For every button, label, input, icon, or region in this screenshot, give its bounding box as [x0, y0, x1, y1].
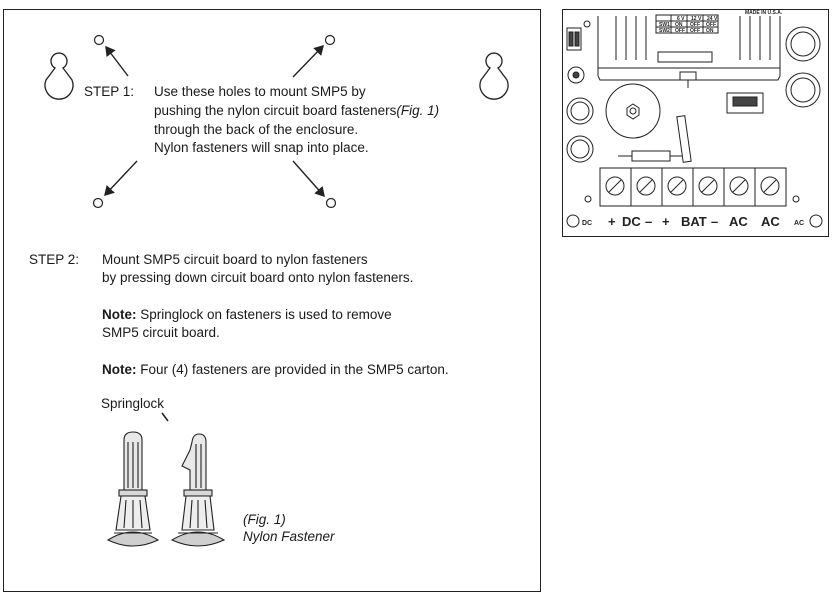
terminal-bat-plus: + [662, 214, 670, 229]
step1-line3: through the back of the enclosure. [154, 122, 359, 137]
transformer [605, 83, 661, 139]
terminal-ac-1: AC [729, 214, 748, 229]
circuit-board-panel [562, 9, 829, 237]
row-sw1-name: SW1 [659, 22, 670, 28]
terminal-ac-2: AC [761, 214, 780, 229]
figure-number: (Fig. 1) [243, 512, 286, 527]
terminal-dc-plus: + [608, 214, 616, 229]
row-sw2-name: SW2 [659, 28, 670, 34]
ac-side-label: AC [794, 220, 804, 227]
step1-line1: Use these holes to mount SMP5 by [154, 84, 366, 99]
row-sw2-12v: OFF [690, 28, 700, 34]
row-sw2-24v: ON [706, 28, 714, 34]
regulator [657, 51, 713, 63]
heat-sink [597, 16, 781, 69]
arrow-top-left [105, 45, 129, 77]
made-in-label: MADE IN U.S.A. [745, 10, 783, 16]
step2-label: STEP 2: [29, 252, 80, 267]
note1-text: Springlock on fasteners is used to remov… [136, 307, 392, 322]
mount-hole-top-right [324, 34, 336, 46]
step1-line4: Nylon fasteners will snap into place. [154, 140, 369, 155]
fastener-front-view [106, 431, 160, 547]
capacitor-left-top [566, 97, 594, 125]
keyhole-right-icon [479, 52, 509, 100]
potentiometer [567, 66, 585, 84]
note1-label: Note: [102, 307, 137, 322]
row-sw1-6v: ON [675, 22, 683, 28]
terminal-dc: DC [622, 214, 641, 229]
step1-line2: pushing the nylon circuit board fastener… [154, 103, 439, 119]
mount-hole-bottom-left [92, 197, 104, 209]
capacitor-left-bottom [566, 135, 594, 163]
step2-line2: by pressing down circuit board onto nylo… [102, 270, 414, 285]
table-header-24v: 24 V [707, 16, 718, 22]
mount-hole-top-left [93, 34, 105, 46]
terminal-bat-minus: – [711, 214, 718, 229]
arrow-bottom-left [104, 160, 138, 197]
springlock-label: Springlock [101, 396, 165, 411]
table-header-12v: 12 V [691, 16, 702, 22]
capacitor-right-top [785, 26, 821, 62]
arrow-bottom-right [292, 160, 325, 198]
note2-line: Note: Four (4) fasteners are provided in… [102, 362, 449, 378]
step1-label: STEP 1: [84, 84, 135, 99]
board-hole-top [583, 20, 591, 28]
note1-line1: Note: Springlock on fasteners is used to… [102, 307, 392, 323]
springlock-pointer [161, 412, 169, 422]
instruction-panel [3, 9, 541, 592]
terminal-dc-minus: – [645, 214, 652, 229]
terminal-bat: BAT [681, 214, 707, 229]
resistor [676, 115, 692, 163]
arrow-top-right [292, 44, 324, 78]
dc-led-hole [566, 214, 580, 228]
row-sw1-12v: OFF [690, 22, 700, 28]
note1-line2: SMP5 circuit board. [102, 325, 220, 340]
diode [631, 150, 671, 162]
settings-table [655, 14, 719, 34]
row-sw1-24v: OFF [706, 22, 716, 28]
step2-line1: Mount SMP5 circuit board to nylon fasten… [102, 252, 368, 267]
table-header-6v: 6 V [677, 16, 685, 22]
ac-led-hole [809, 214, 823, 228]
note2-label: Note: [102, 362, 137, 377]
note2-text: Four (4) fasteners are provided in the S… [136, 362, 449, 377]
mount-hole-bottom-right [325, 197, 337, 209]
step1-fig-ref: (Fig. 1) [396, 103, 440, 118]
step1-line2-text: pushing the nylon circuit board fastener… [154, 103, 397, 118]
dc-side-label: DC [582, 220, 592, 227]
keyhole-left-icon [44, 52, 74, 100]
terminal-screws [605, 176, 780, 196]
fastener-side-view [170, 433, 226, 547]
capacitor-right-bottom [785, 72, 821, 108]
figure-caption: Nylon Fastener [243, 529, 335, 544]
row-sw2-6v: OFF [675, 28, 685, 34]
